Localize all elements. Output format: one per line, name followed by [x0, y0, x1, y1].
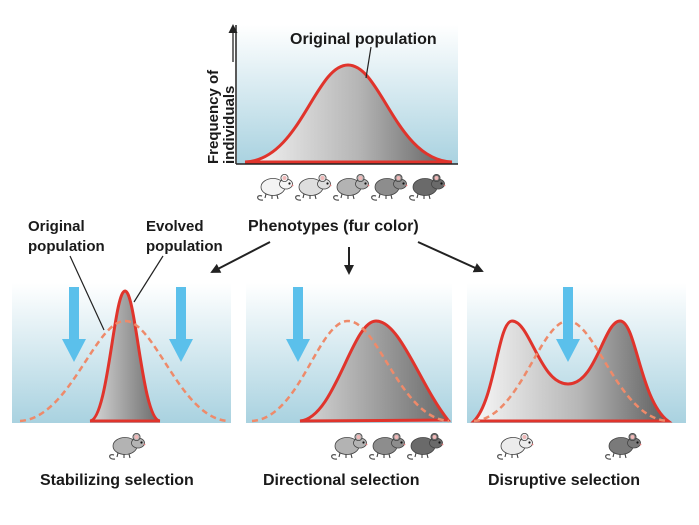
stabilizing-title: Stabilizing selection — [40, 472, 194, 489]
stabilizing-original-curve — [19, 319, 229, 423]
y-axis-label-line2: individuals — [221, 86, 238, 164]
selection-arrow-disruptive — [556, 287, 580, 362]
mouse-icon — [407, 432, 444, 460]
curve-legend: Original population Evolved population — [28, 218, 223, 255]
selection-arrow-left — [62, 287, 86, 362]
curve-label: Original population — [290, 31, 437, 48]
disruptive-evolved-curve — [470, 319, 673, 423]
disruptive-panel: Disruptive selection — [467, 283, 686, 489]
directional-mice — [331, 432, 444, 460]
original-population-curve — [244, 63, 453, 164]
connector-arrows — [210, 241, 484, 275]
mouse-icon — [605, 432, 643, 460]
mouse-icon — [333, 173, 370, 201]
mouse-icon — [409, 173, 446, 201]
original-population-label-line1: Original — [28, 218, 85, 235]
mouse-icon — [369, 432, 406, 460]
mouse-icon — [109, 432, 146, 460]
mouse-icon — [371, 173, 408, 201]
phenotype-mice — [257, 173, 446, 201]
directional-original-curve — [251, 319, 450, 423]
mouse-icon — [295, 173, 332, 201]
y-axis-label-line1: Frequency of — [205, 69, 222, 164]
arrow-to-stabilizing — [210, 241, 271, 273]
mouse-icon — [497, 432, 535, 460]
mouse-icon — [331, 432, 368, 460]
stabilizing-evolved-curve — [89, 289, 161, 423]
top-panel: Original population Frequency of individ… — [205, 24, 458, 235]
evolved-population-label-line1: Evolved — [146, 218, 204, 235]
original-population-label-line2: population — [28, 238, 105, 255]
selection-arrow-directional — [286, 287, 310, 362]
disruptive-mice — [497, 432, 643, 460]
mouse-icon — [257, 173, 294, 201]
evolved-population-leader — [133, 255, 164, 303]
directional-panel: Directional selection — [246, 283, 452, 489]
original-population-leader — [69, 255, 105, 331]
stabilizing-panel: Stabilizing selection — [12, 255, 231, 489]
arrow-to-disruptive — [417, 241, 484, 273]
disruptive-title: Disruptive selection — [488, 472, 640, 489]
evolved-population-label-line2: population — [146, 238, 223, 255]
directional-title: Directional selection — [263, 472, 420, 489]
selection-arrow-right — [169, 287, 193, 362]
x-axis-label: Phenotypes (fur color) — [248, 218, 419, 235]
curve-label-leader — [365, 46, 372, 79]
